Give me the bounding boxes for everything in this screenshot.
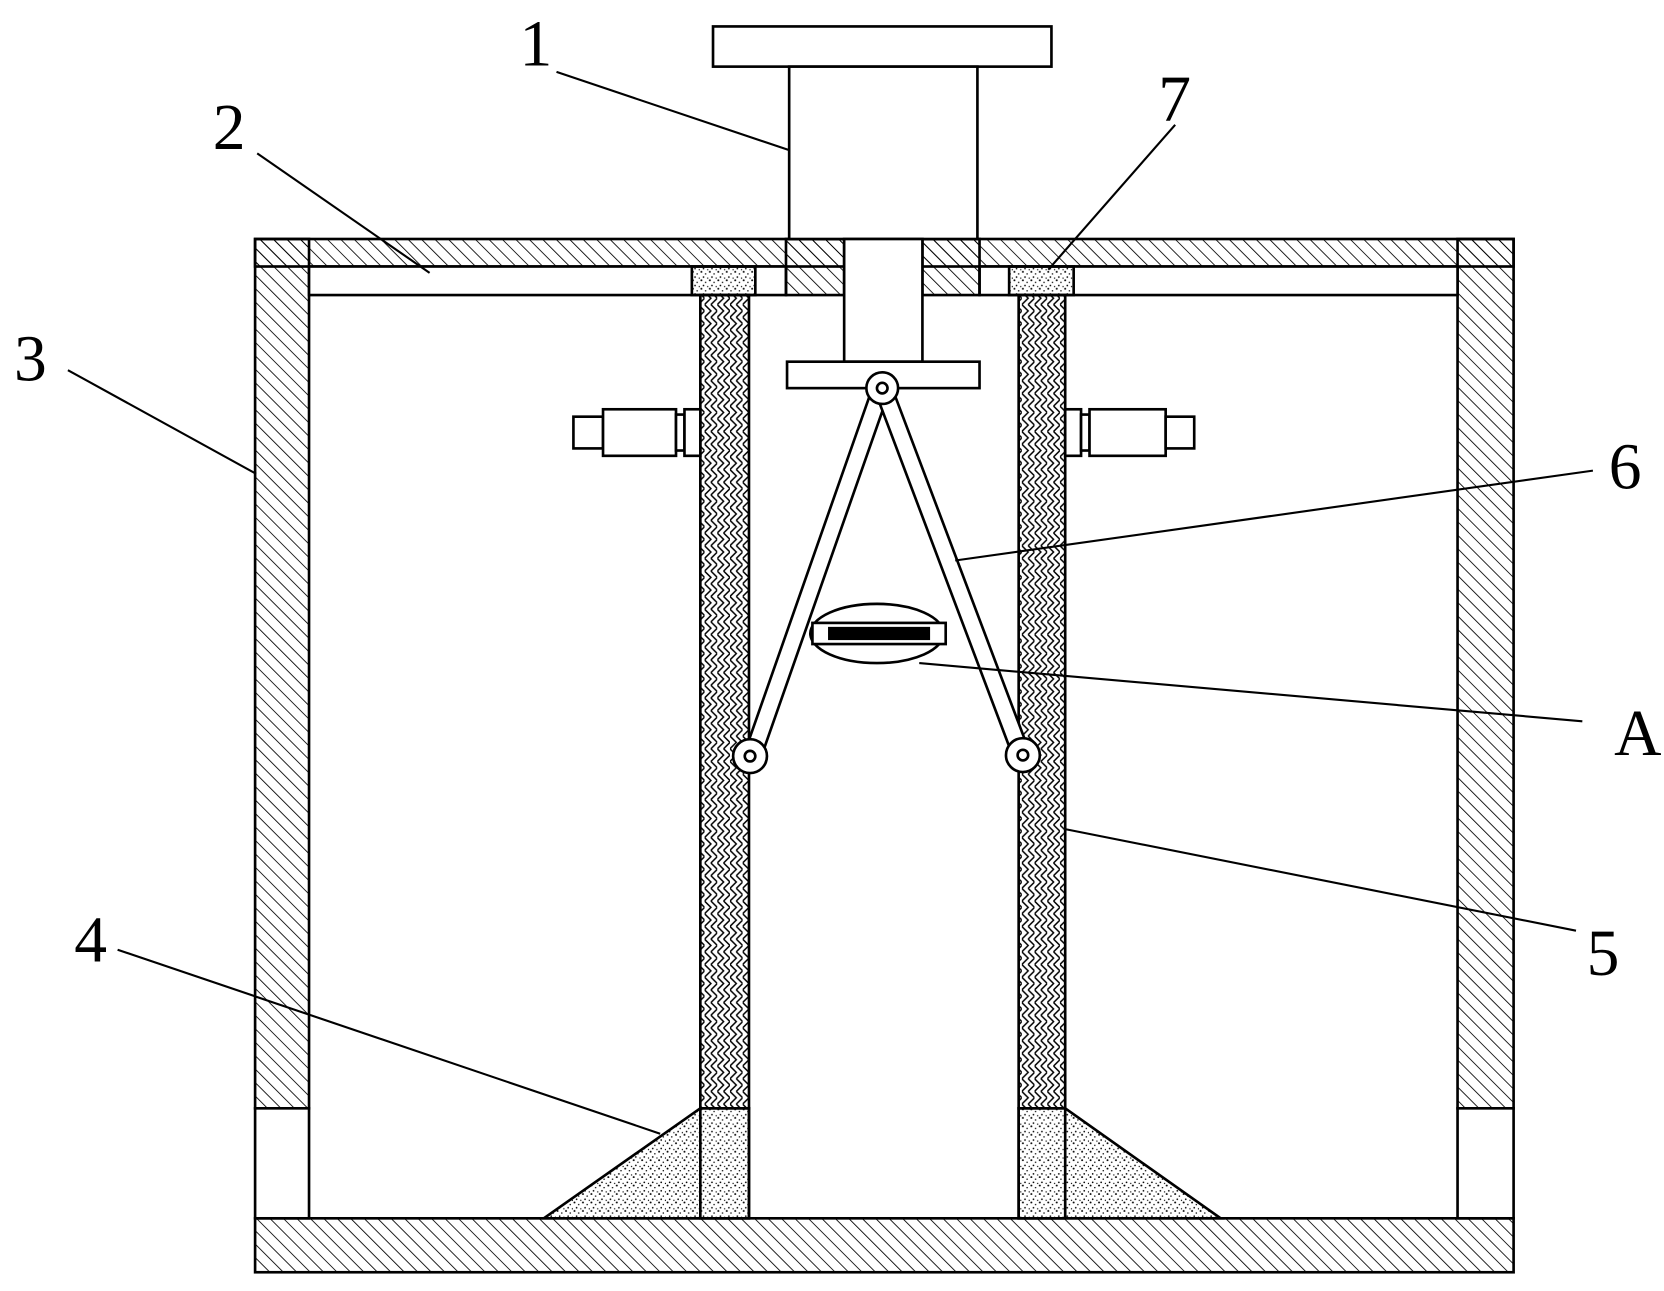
label-3: 3 (14, 324, 47, 396)
housing-right-wall (1456, 237, 1515, 1110)
right-guide-column (1017, 293, 1067, 1110)
detail-a-core (828, 626, 931, 641)
label-6: 6 (1609, 432, 1642, 504)
leader-lines (67, 70, 1594, 1135)
leader-a (919, 662, 1583, 723)
side-actuators (572, 407, 1196, 458)
seal-right (1007, 265, 1075, 297)
right-support-wedge (1017, 1107, 1225, 1220)
label-7: 7 (1158, 64, 1191, 136)
leader-5 (1064, 828, 1577, 932)
cylinder (711, 25, 1053, 390)
right-actuator-mount (1063, 407, 1083, 458)
channel-center-block-right (921, 237, 981, 297)
leader-7 (1047, 124, 1176, 271)
leader-3 (67, 369, 257, 475)
right-actuator-body (1088, 407, 1167, 458)
linkage (731, 370, 1042, 775)
cylinder-body (787, 65, 979, 241)
right-actuator-tip (1164, 415, 1196, 450)
right-link-arm (874, 385, 1032, 763)
outer-housing (253, 237, 1515, 1274)
leader-6 (955, 469, 1594, 562)
label-a: A (1614, 698, 1661, 770)
piston-rod (842, 237, 924, 364)
left-actuator-tip (572, 415, 605, 450)
housing-right-foot (1456, 1107, 1515, 1220)
leader-1 (556, 70, 790, 152)
left-actuator-body (601, 407, 678, 458)
bottom-supports (539, 1107, 1225, 1220)
label-1: 1 (519, 9, 552, 81)
housing-base-plate (253, 1216, 1515, 1274)
left-support-wedge (539, 1107, 751, 1220)
housing-left-foot (253, 1107, 311, 1220)
cylinder-cap (711, 25, 1053, 68)
seal-left (690, 265, 757, 297)
leader-2 (256, 152, 431, 274)
seals (690, 265, 1075, 297)
top-pivot-pin (875, 381, 889, 395)
detail-a-assembly (808, 602, 948, 665)
left-guide-column (699, 293, 751, 1110)
channel-center-block-left (784, 237, 846, 297)
housing-left-wall (253, 237, 311, 1110)
label-4: 4 (74, 904, 107, 976)
label-5: 5 (1587, 918, 1620, 990)
left-pivot-pin (743, 749, 757, 763)
leader-4 (117, 948, 661, 1135)
left-actuator-mount (683, 407, 702, 458)
label-2: 2 (213, 92, 246, 164)
left-link-arm (742, 385, 891, 764)
right-pivot-pin (1016, 748, 1030, 762)
